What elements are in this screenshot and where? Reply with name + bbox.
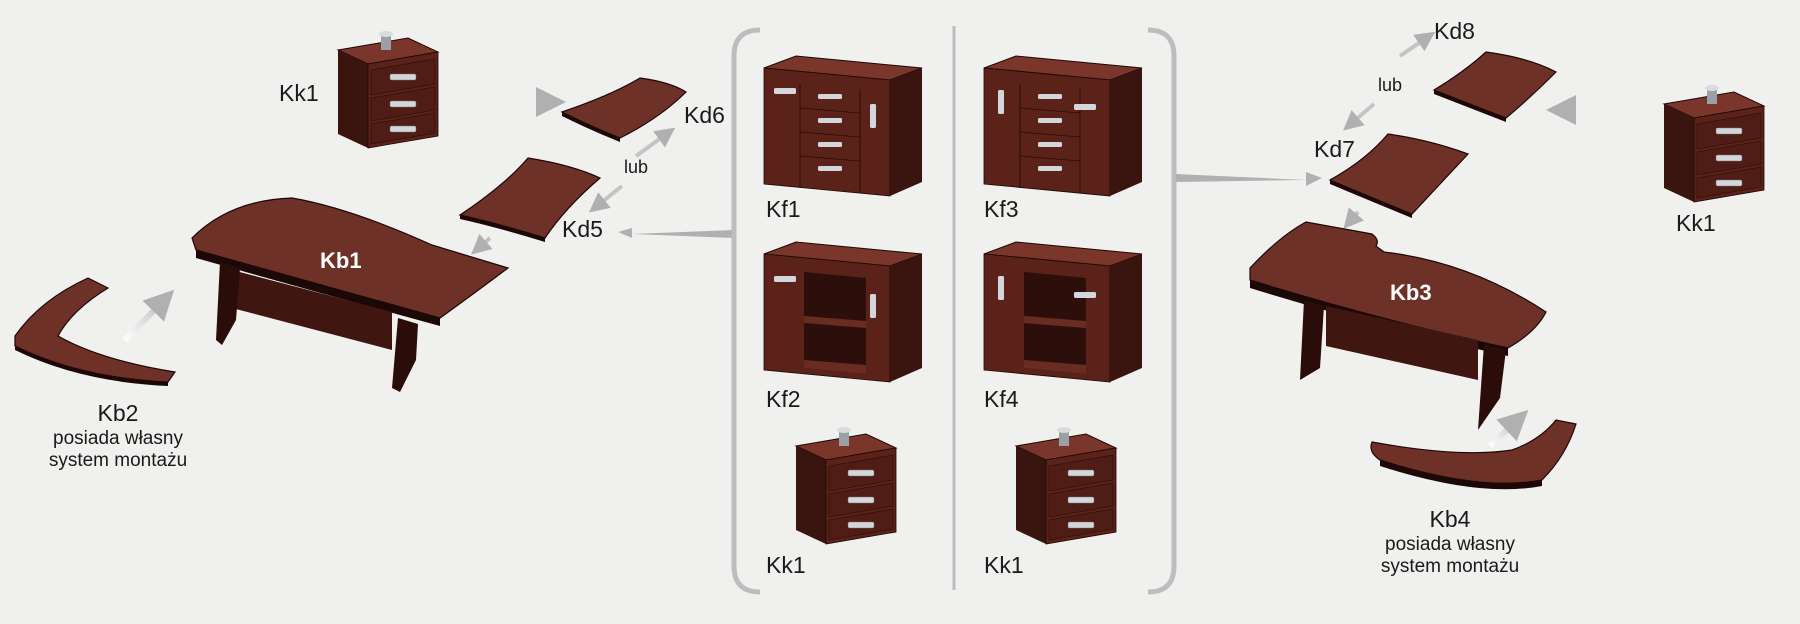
label-kb1: Kb1 <box>320 248 362 273</box>
label-lub-right: lub <box>1378 75 1403 95</box>
center-bracket <box>731 26 1177 595</box>
label-kb2: Kb2 <box>97 400 139 426</box>
pedestal-kk1-left <box>337 30 439 149</box>
arrow-lub-right <box>1342 31 1436 131</box>
pedestal-kk1-center-left <box>795 426 897 545</box>
label-kk1-center-left: Kk1 <box>766 552 806 578</box>
cabinet-kf3 <box>983 55 1143 197</box>
desk-extension-kd8 <box>1432 51 1557 122</box>
arrow-kd7-to-kb3 <box>1343 207 1365 230</box>
arrow-kb2-to-kb1 <box>122 289 175 343</box>
arrow-kd5-to-kb1 <box>470 233 493 255</box>
arrow-bracket-to-kd7 <box>1176 172 1322 186</box>
desk-extension-kd6 <box>560 77 687 142</box>
caption-kb2: Kb2 posiada własny system montażu <box>28 400 208 473</box>
cabinet-kf1 <box>763 55 923 197</box>
label-kk1-center-right: Kk1 <box>984 552 1024 578</box>
label-kd6: Kd6 <box>684 102 725 128</box>
label-kb3: Kb3 <box>1390 280 1432 305</box>
desk-kb3 <box>1249 221 1547 430</box>
label-kb4: Kb4 <box>1429 506 1471 532</box>
desk-extension-kd7 <box>1328 133 1470 218</box>
label-kd5: Kd5 <box>562 216 603 242</box>
label-kk1-right: Kk1 <box>1676 210 1716 236</box>
return-top-kb4 <box>1370 419 1577 490</box>
label-lub-left: lub <box>624 157 649 177</box>
arrow-kb4-to-kb3 <box>1487 409 1529 449</box>
label-kf1: Kf1 <box>766 196 801 222</box>
pedestal-kk1-right <box>1663 84 1765 203</box>
arrow-lub-left <box>588 127 676 213</box>
cabinet-kf2 <box>763 241 923 383</box>
label-kb4-note-2: system montażu <box>1380 556 1520 578</box>
desk-extension-kd5 <box>458 157 602 242</box>
label-kk1-left: Kk1 <box>279 80 319 106</box>
label-kb2-note-2: system montażu <box>48 450 188 472</box>
return-top-kb2 <box>14 277 177 386</box>
cabinet-kf4 <box>983 241 1143 383</box>
caption-kb4: Kb4 posiada własny system montażu <box>1360 506 1540 579</box>
label-kd8: Kd8 <box>1434 18 1475 44</box>
arrow-bracket-to-kd5 <box>618 228 734 238</box>
label-kd7: Kd7 <box>1314 136 1355 162</box>
label-kb2-note-1: posiada własny <box>53 427 183 449</box>
pedestal-kk1-center-right <box>1015 426 1117 545</box>
label-kf3: Kf3 <box>984 196 1019 222</box>
label-kb4-note-1: posiada własny <box>1385 533 1515 555</box>
label-kf4: Kf4 <box>984 386 1019 412</box>
label-kf2: Kf2 <box>766 386 801 412</box>
desk-kb1 <box>191 197 510 392</box>
